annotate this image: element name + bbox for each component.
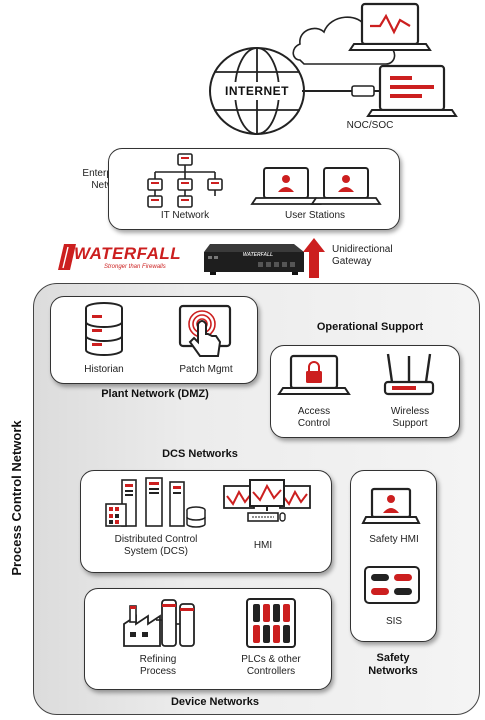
waterfall-logo-icon [58,244,76,270]
access-control-line1: Access [297,406,331,417]
safety-title-line1: Safety [376,652,410,664]
safety-title: Safety Networks [348,652,438,678]
dmz-title: Plant Network (DMZ) [101,388,209,400]
access-control-lock-icon [277,354,351,395]
safety-hmi-label: Safety HMI [369,534,419,545]
safety-hmi-icon [361,487,421,524]
wireless-support-line1: Wireless [390,406,430,417]
dcs-label-line1: Distributed Control [114,534,198,545]
plc-label-line1: PLCs & other [241,654,301,665]
historian-label: Historian [84,364,124,375]
waterfall-brand: WATERFALL [74,244,182,263]
unidirectional-arrow-icon [303,238,325,278]
wireless-router-icon [383,353,435,396]
access-control-line2: Control [297,418,331,429]
it-network-icon [147,153,223,208]
dcs-label: Distributed Control System (DCS) [96,534,216,558]
safety-title-line2: Networks [368,665,418,677]
user-stations-label: User Stations [284,210,346,221]
dcs-title: DCS Networks [162,448,238,460]
refining-plant-icon [123,599,195,647]
wireless-support-line2: Support [392,418,428,429]
dcs-label-line2: System (DCS) [124,546,188,557]
plc-controllers-icon [246,598,296,648]
historian-database-icon [85,302,123,356]
gateway-device-label: WATERFALL [242,252,274,258]
refining-label-line1: Refining [139,654,177,665]
gateway-label-line2: Gateway [332,256,372,267]
noc-soc-label: NOC/SOC [346,120,394,131]
sis-controller-icon [364,566,420,604]
waterfall-tagline: Stronger than Firewalls [104,264,166,270]
user-stations-icon [250,167,382,205]
plc-label: PLCs & other Controllers [228,654,314,678]
patch-mgmt-label: Patch Mgmt [179,364,233,375]
refining-label: Refining Process [118,654,198,678]
dcs-servers-icon [105,477,206,528]
wireless-support-label: Wireless Support [370,406,450,430]
process-control-network-title: Process Control Network [9,420,24,576]
hmi-label: HMI [253,540,273,551]
device-networks-title: Device Networks [170,696,260,708]
it-network-label: IT Network [160,210,210,221]
sis-label: SIS [385,616,403,627]
hmi-monitors-icon [223,479,311,522]
access-control-label: Access Control [274,406,354,430]
internet-label: INTERNET [225,84,289,98]
gateway-device-icon [204,244,304,275]
patch-mgmt-touch-icon [178,304,232,357]
ops-title: Operational Support [316,321,424,333]
gateway-label-line1: Unidirectional [332,244,393,255]
globe-icon [209,2,458,135]
plc-label-line2: Controllers [246,666,296,677]
gateway-label: Unidirectional Gateway [332,244,432,268]
refining-label-line2: Process [139,666,177,677]
enterprise-title-line1: Enterprise [82,168,128,179]
